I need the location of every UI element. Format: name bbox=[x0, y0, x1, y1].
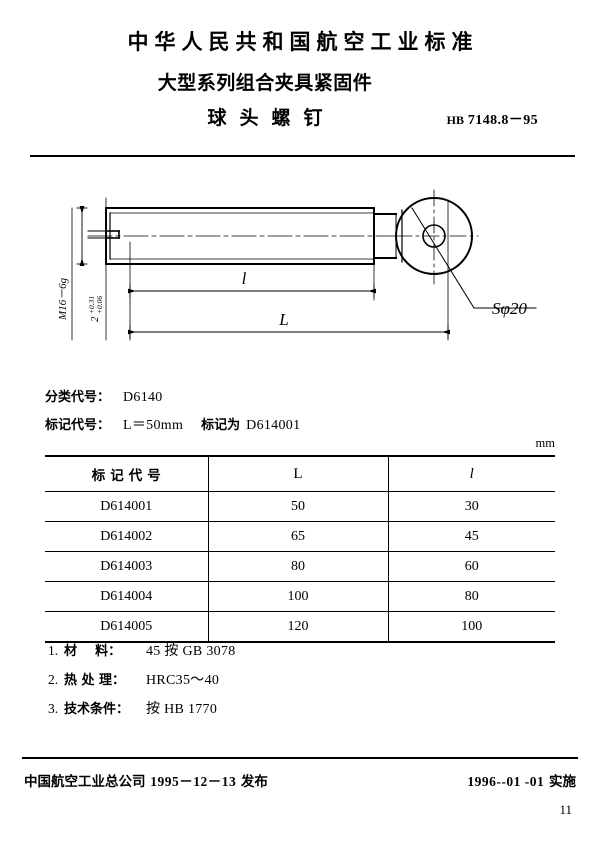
slot-width-value: 2 bbox=[89, 316, 101, 322]
title-line-1: 大型系列组合夹具紧固件 bbox=[157, 72, 373, 94]
cell-code: D614005 bbox=[45, 611, 208, 643]
note-number: 1. bbox=[48, 643, 59, 658]
footer-divider-rule bbox=[22, 757, 578, 759]
table-header-l: l bbox=[387, 455, 555, 492]
slot-tolerance-upper: +0.31 bbox=[87, 296, 96, 314]
ball-diameter-label: Sφ20 bbox=[492, 299, 527, 318]
cell-l: 100 bbox=[387, 611, 555, 643]
footer-issuer: 中国航空工业总公司 bbox=[24, 774, 146, 790]
code-section: 分类代号： D6140 标记代号： L＝50mm 标记为 D614001 bbox=[45, 386, 300, 442]
technical-drawing: l L Sφ20 M16－6g 2 +0.31 +0.06 bbox=[44, 180, 556, 360]
table-row: D614003 80 60 bbox=[45, 551, 555, 582]
standard-number: HB 7148.8－95 bbox=[447, 109, 538, 129]
cell-code: D614002 bbox=[45, 521, 208, 552]
classification-code-label: 分类代号： bbox=[45, 390, 111, 405]
page-number: 11 bbox=[559, 802, 572, 817]
table-body: D614001 50 30 D614002 65 45 D614003 80 6… bbox=[45, 491, 555, 643]
title-line-2-row: 球头螺钉 HB 7148.8－95 bbox=[0, 103, 600, 131]
table-header-row: 标记代号 L l bbox=[45, 455, 555, 492]
marking-as-value: D614001 bbox=[246, 418, 301, 433]
footer-issue-action: 发布 bbox=[240, 774, 268, 790]
note-label: 材 料： bbox=[64, 644, 122, 659]
cell-code: D614004 bbox=[45, 581, 208, 612]
note-item: 1. 材 料： 45 按 GB 3078 bbox=[48, 640, 236, 660]
dimension-label-L: L bbox=[278, 310, 288, 329]
cell-l: 60 bbox=[387, 551, 555, 582]
note-value: 按 HB 1770 bbox=[146, 702, 218, 717]
footer-effective-action: 实施 bbox=[549, 774, 576, 790]
header-divider-rule bbox=[30, 155, 575, 157]
classification-code-row: 分类代号： D6140 bbox=[45, 386, 300, 406]
table-row: D614002 65 45 bbox=[45, 521, 555, 552]
table-header-code: 标记代号 bbox=[45, 455, 208, 492]
standard-number-prefix: HB bbox=[446, 113, 464, 127]
title-block: 大型系列组合夹具紧固件 球头螺钉 HB 7148.8－95 bbox=[0, 68, 600, 131]
notes-section: 1. 材 料： 45 按 GB 3078 2. 热 处 理： HRC35～40 … bbox=[48, 640, 236, 727]
classification-code-value: D6140 bbox=[123, 390, 163, 405]
cell-L: 120 bbox=[207, 611, 388, 643]
table-row: D614005 120 100 bbox=[45, 611, 555, 643]
note-label: 热 处 理： bbox=[64, 673, 126, 688]
footer-effective-date: 1996--01 -01 bbox=[467, 774, 545, 789]
table-row: D614004 100 80 bbox=[45, 581, 555, 612]
note-item: 2. 热 处 理： HRC35～40 bbox=[48, 669, 236, 689]
slot-tolerance-lower: +0.06 bbox=[95, 296, 104, 314]
cell-l: 30 bbox=[387, 491, 555, 522]
note-value: HRC35～40 bbox=[146, 673, 220, 688]
cell-L: 65 bbox=[207, 521, 388, 552]
note-item: 3. 技术条件： 按 HB 1770 bbox=[48, 698, 236, 718]
specification-table: 标记代号 L l D614001 50 30 D614002 65 45 D61… bbox=[45, 455, 555, 643]
marking-code-value: L＝50mm bbox=[123, 418, 184, 433]
footer-effective-block: 1996--01 -01 实施 bbox=[467, 770, 576, 790]
marking-code-label: 标记代号： bbox=[45, 418, 111, 433]
cell-L: 50 bbox=[207, 491, 388, 522]
table-row: D614001 50 30 bbox=[45, 491, 555, 522]
note-number: 2. bbox=[48, 672, 59, 687]
note-value: 45 按 GB 3078 bbox=[146, 644, 236, 659]
cell-L: 100 bbox=[207, 581, 388, 612]
footer-issuer-block: 中国航空工业总公司 1995－12－13 发布 bbox=[24, 770, 268, 790]
marking-as-label: 标记为 bbox=[201, 418, 241, 433]
cell-l: 80 bbox=[387, 581, 555, 612]
standard-number-value: 7148.8－95 bbox=[467, 113, 538, 128]
note-label: 技术条件： bbox=[64, 702, 130, 717]
note-number: 3. bbox=[48, 701, 59, 716]
dimension-label-l: l bbox=[242, 269, 247, 288]
table-header-L: L bbox=[207, 455, 388, 492]
cell-L: 80 bbox=[207, 551, 388, 582]
cell-code: D614003 bbox=[45, 551, 208, 582]
marking-code-row: 标记代号： L＝50mm 标记为 D614001 bbox=[45, 414, 300, 434]
title-line-2: 球头螺钉 bbox=[207, 107, 336, 129]
cell-l: 45 bbox=[387, 521, 555, 552]
thread-spec-label: M16－6g bbox=[57, 277, 69, 321]
standard-org-header: 中华人民共和国航空工业标准 bbox=[127, 30, 479, 54]
footer-issue-date: 1995－12－13 bbox=[150, 774, 237, 789]
cell-code: D614001 bbox=[45, 491, 208, 522]
table-unit-label: mm bbox=[535, 436, 555, 450]
